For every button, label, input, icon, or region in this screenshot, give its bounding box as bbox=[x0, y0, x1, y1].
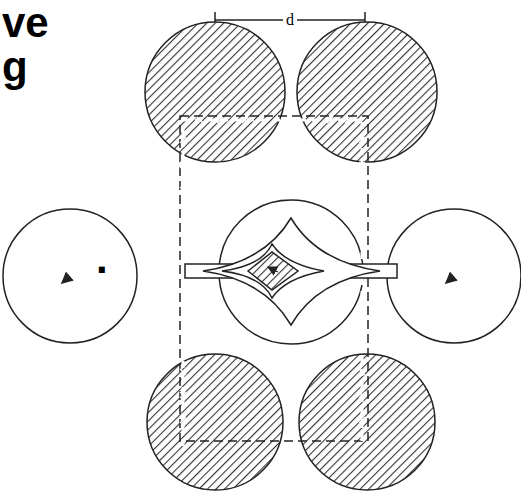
cropped-heading-text: ve bbox=[2, 2, 49, 44]
central-defect bbox=[185, 218, 397, 325]
cropped-heading-text: g bbox=[2, 46, 28, 88]
cropped-bullet-text: . bbox=[96, 238, 108, 280]
open-atoms bbox=[3, 200, 521, 344]
dimension-label: d bbox=[283, 12, 297, 28]
